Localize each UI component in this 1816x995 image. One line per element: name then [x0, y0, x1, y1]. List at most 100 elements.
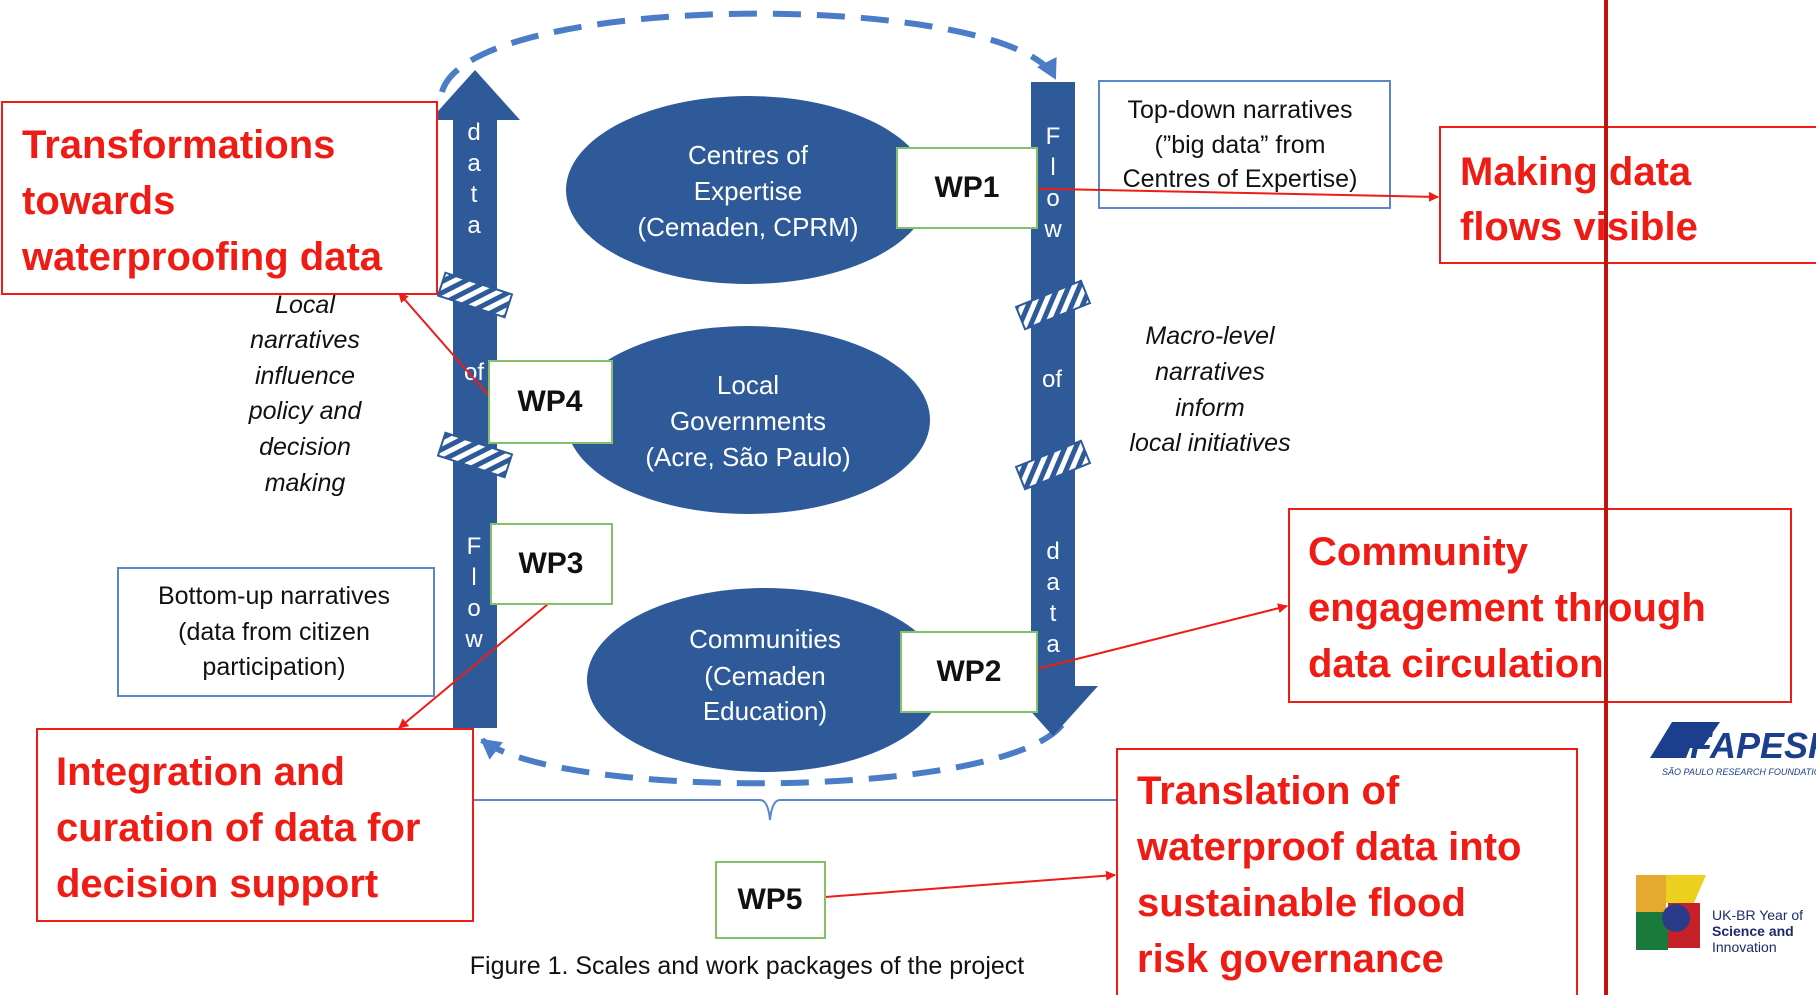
local-narr-5: decision	[259, 433, 351, 461]
left-arrow-bottom-letter-3: w	[464, 626, 483, 653]
fapesp-name: FAPESP	[1690, 725, 1816, 766]
bottom-up-line-3: participation)	[202, 653, 345, 681]
left-arrow-top-letter-1: a	[467, 150, 481, 177]
callout-transformations-line-1: Transformations	[22, 123, 335, 167]
wp3-label: WP3	[518, 547, 583, 580]
callout-transformations-line-3: waterproofing data	[21, 235, 383, 279]
macro-narr-2: narratives	[1155, 358, 1265, 386]
left-arrow-text-of: of	[464, 359, 484, 386]
connector-wp1	[1003, 187, 1439, 202]
callout-community-line-2: engagement through	[1308, 586, 1706, 630]
callout-community-line-3: data circulation	[1308, 642, 1604, 686]
macro-narr-1: Macro-level	[1145, 322, 1276, 350]
callout-integration-line-1: Integration and	[56, 750, 345, 794]
ukbr-flower-icon	[1636, 875, 1666, 912]
communities-line-3: Education)	[703, 696, 827, 726]
wp4-label: WP4	[517, 385, 582, 418]
ellipse-local-governments	[566, 326, 930, 514]
local-narr-6: making	[265, 469, 346, 497]
callout-translation-box	[1116, 748, 1578, 995]
right-arrow-text-of: of	[1042, 366, 1062, 393]
wp1-label: WP1	[934, 171, 999, 204]
callout-making-visible-line-2: flows visible	[1460, 205, 1698, 249]
right-arrow-top-letter-0: F	[1046, 123, 1061, 150]
wp3-box	[490, 523, 613, 605]
fapesp-logo: FAPESP SÃO PAULO RESEARCH FOUNDATION	[1650, 722, 1816, 777]
callout-translation-line-3: sustainable flood	[1137, 881, 1466, 925]
wp1-box	[896, 147, 1038, 229]
local-narr-1: Local	[275, 291, 336, 319]
right-arrow-break-top	[1014, 279, 1092, 331]
top-down-line-2: (”big data” from	[1155, 131, 1326, 159]
centres-line-1: Centres of	[688, 140, 809, 170]
ukbr-logo: UK-BR Year of Science and Innovation	[1636, 875, 1803, 955]
bottom-dashed-arc	[480, 723, 1065, 787]
right-arrow-bottom-letter-1: a	[1046, 569, 1060, 596]
connector-wp3	[398, 603, 549, 729]
bottom-up-box	[117, 567, 435, 697]
callout-translation-line-1: Translation of	[1137, 769, 1400, 813]
top-down-line-3: Centres of Expertise)	[1123, 165, 1358, 193]
right-arrow-top-letter-2: o	[1046, 185, 1059, 212]
macro-narratives-text: Macro-level narratives inform local init…	[1129, 322, 1290, 457]
connector-wp5	[824, 870, 1116, 898]
ellipse-centres-of-expertise	[566, 96, 930, 284]
wp5-label: WP5	[737, 883, 802, 916]
left-arrow-top-letter-3: a	[467, 212, 481, 239]
top-down-box	[1098, 80, 1391, 209]
bottom-up-line-1: Bottom-up narratives	[158, 582, 390, 610]
fapesp-wing-icon	[1650, 722, 1720, 758]
ukbr-line-2: Science and	[1712, 923, 1794, 939]
wp2-box	[900, 631, 1038, 713]
ellipse-communities	[587, 588, 943, 772]
wp2-label: WP2	[936, 655, 1001, 688]
left-arrow-top-letter-0: d	[467, 119, 480, 146]
macro-narr-4: local initiatives	[1129, 429, 1290, 457]
callout-integration-box	[36, 728, 474, 922]
centres-line-3: (Cemaden, CPRM)	[637, 212, 858, 242]
callout-translation-line-2: waterproof data into	[1136, 825, 1521, 869]
wp5-box	[715, 861, 826, 939]
communities-line-1: Communities	[689, 624, 841, 654]
left-arrow-top-letter-2: t	[471, 181, 478, 208]
left-arrow-break-bottom	[436, 431, 514, 479]
connector-wp2	[1032, 603, 1288, 671]
right-arrow-text-data: data	[1046, 538, 1060, 658]
callout-community-line-1: Community	[1308, 530, 1529, 574]
callout-integration-line-3: decision support	[56, 862, 378, 906]
callout-integration-line-2: curation of data for	[56, 806, 420, 850]
left-arrow-bottom-letter-2: o	[467, 595, 480, 622]
left-arrow-bottom-letter-0: F	[467, 533, 482, 560]
local-line-3: (Acre, São Paulo)	[645, 442, 850, 472]
connector-wp4	[398, 292, 491, 398]
callout-making-visible-box	[1439, 126, 1816, 264]
callout-transformations-line-2: towards	[22, 179, 175, 223]
wp4-box	[488, 360, 613, 444]
right-arrow-top-letter-1: l	[1050, 154, 1055, 181]
centres-line-2: Expertise	[694, 176, 802, 206]
fapesp-tagline: SÃO PAULO RESEARCH FOUNDATION	[1662, 767, 1816, 777]
right-arrow-bottom-letter-0: d	[1046, 538, 1059, 565]
local-narr-4: policy and	[248, 397, 363, 425]
local-narr-3: influence	[255, 362, 355, 390]
callout-translation-line-4: risk governance	[1137, 937, 1444, 981]
left-arrow-bottom-letter-1: l	[471, 564, 476, 591]
macro-narr-3: inform	[1175, 394, 1244, 422]
local-narratives-text: Local narratives influence policy and de…	[248, 291, 363, 497]
local-line-2: Governments	[670, 406, 826, 436]
top-down-line-1: Top-down narratives	[1127, 96, 1352, 124]
communities-line-2: (Cemaden	[704, 661, 825, 691]
ukbr-line-1: UK-BR Year of	[1712, 907, 1803, 923]
right-arrow-break-bottom	[1014, 439, 1092, 491]
left-arrow-break-top	[436, 271, 514, 319]
ukbr-line-3: Innovation	[1712, 939, 1777, 955]
callout-transformations-box	[1, 101, 438, 295]
callout-making-visible-line-1: Making data	[1460, 150, 1692, 194]
figure-caption: Figure 1. Scales and work packages of th…	[470, 952, 1025, 980]
left-arrow-text-data: data	[467, 119, 481, 239]
bottom-up-line-2: (data from citizen	[178, 618, 370, 646]
local-line-1: Local	[717, 370, 779, 400]
